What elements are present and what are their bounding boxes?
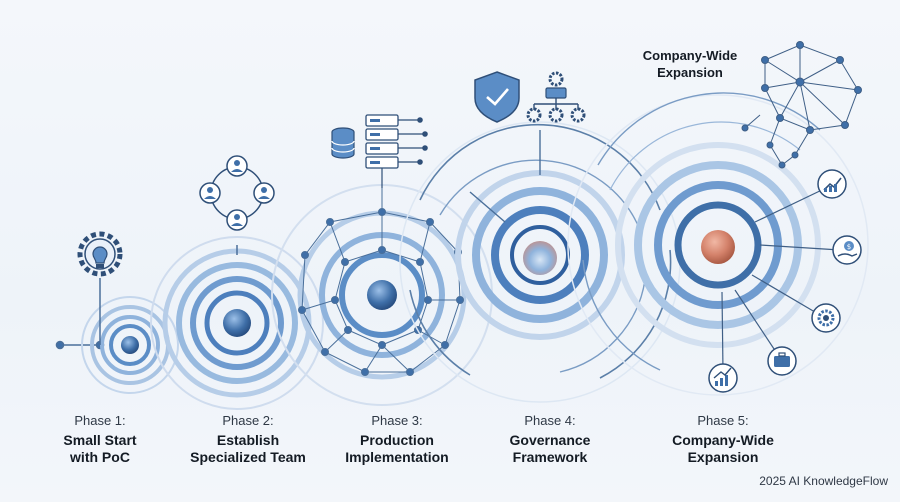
phase-5-target bbox=[567, 92, 869, 396]
money-hand-icon: $ bbox=[832, 235, 862, 265]
briefcase-icon bbox=[767, 346, 797, 376]
phase-2-title: Establish Specialized Team bbox=[190, 432, 306, 465]
svg-text:$: $ bbox=[847, 243, 851, 251]
hierarchy-gears-icon bbox=[526, 71, 586, 123]
phase-4-title: Governance Framework bbox=[509, 432, 591, 465]
top-expansion-label: Company-Wide Expansion bbox=[642, 48, 738, 80]
phase-5-title: Company-Wide Expansion bbox=[672, 432, 774, 465]
phase-2-target bbox=[150, 236, 324, 410]
phase-1-title: Small Start with PoC bbox=[63, 432, 137, 465]
timeline-connector bbox=[55, 340, 105, 350]
gear-dollar-icon bbox=[811, 303, 841, 333]
phase-2-label: Phase 2: bbox=[222, 413, 274, 428]
footer-credit: 2025 AI KnowledgeFlow bbox=[759, 474, 888, 488]
phase-4-label: Phase 4: bbox=[524, 413, 576, 428]
phase-3-title: Production Implementation bbox=[345, 432, 449, 465]
phase-5-label: Phase 5: bbox=[697, 413, 749, 428]
lightbulb-gear-icon bbox=[77, 231, 123, 345]
team-cycle-icon bbox=[199, 155, 275, 231]
database-server-icon bbox=[331, 114, 428, 188]
chart-up-icon bbox=[708, 363, 738, 393]
phase-1-label: Phase 1: bbox=[74, 413, 126, 428]
phase-3-label: Phase 3: bbox=[371, 413, 423, 428]
shield-icon bbox=[474, 71, 520, 123]
phase-5-callouts bbox=[721, 187, 841, 373]
growth-chart-icon bbox=[817, 169, 847, 199]
phase-4-target bbox=[399, 121, 681, 403]
phase-3-network bbox=[298, 188, 464, 376]
phase-5-network bbox=[741, 41, 862, 169]
